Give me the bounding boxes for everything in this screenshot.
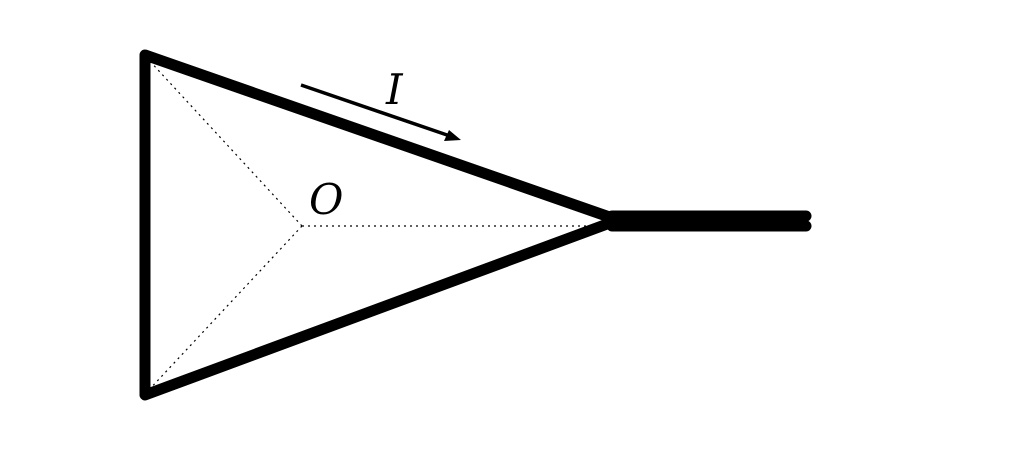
arrow-head [444, 130, 461, 141]
lead-wires [606, 210, 812, 232]
current-direction-arrow [300, 83, 461, 141]
arrow-shaft [300, 83, 451, 138]
center-label: O [309, 175, 343, 224]
center-to-bottom-vertex-line [146, 225, 303, 393]
triangle-wire-loop [139, 49, 624, 401]
center-to-top-vertex-line [146, 57, 303, 227]
construction-lines [146, 57, 618, 393]
current-label: I [385, 65, 404, 114]
